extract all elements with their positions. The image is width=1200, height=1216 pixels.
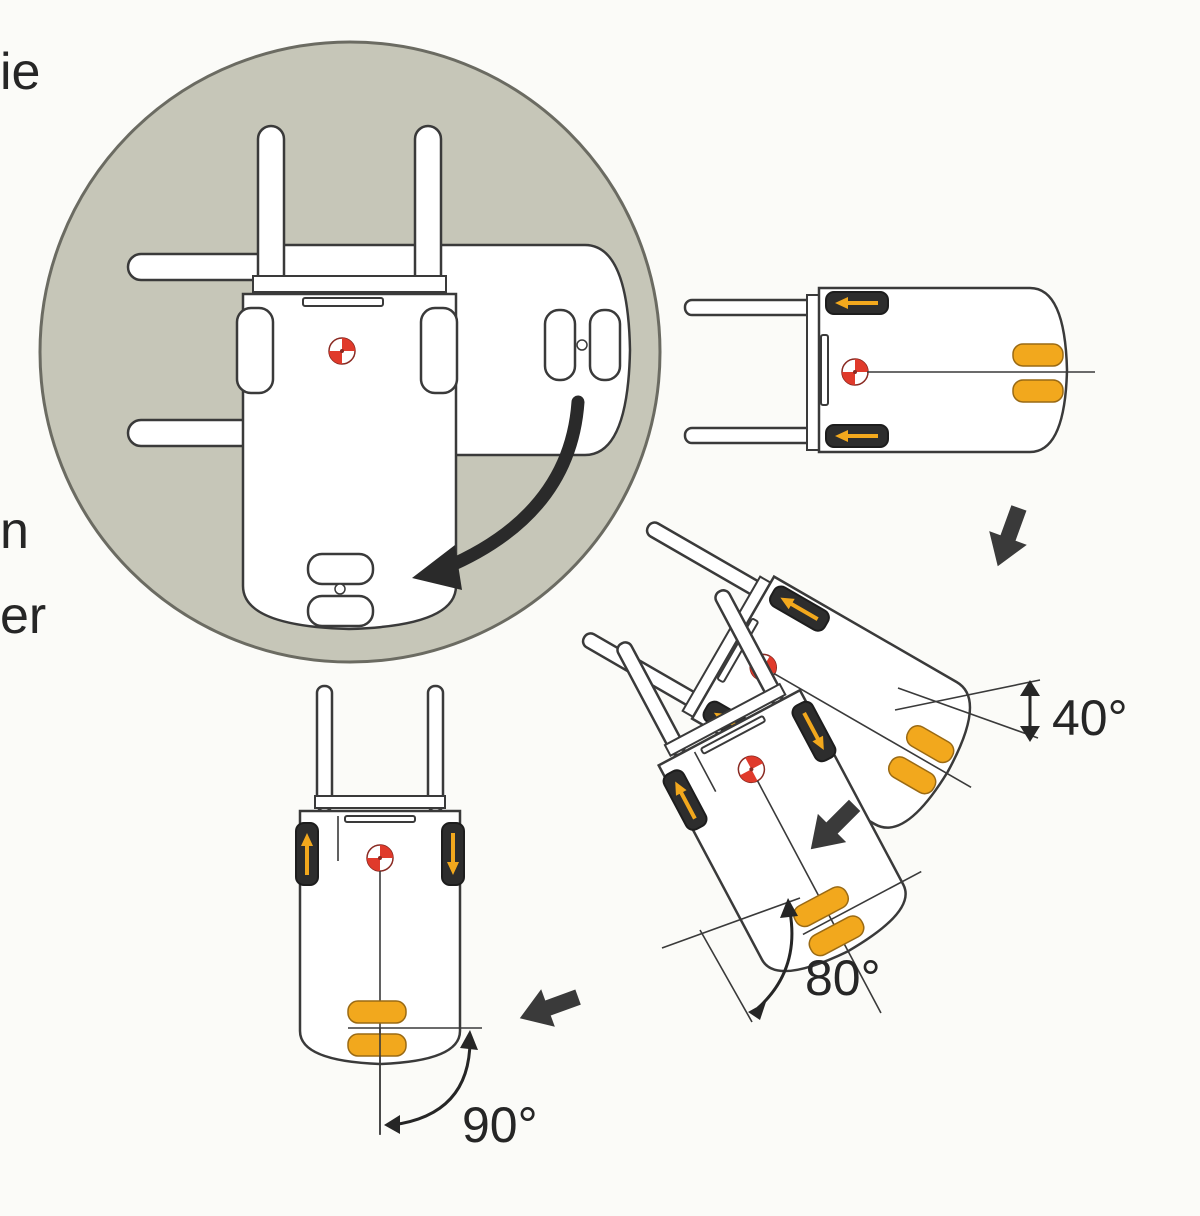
truck-position-90-degrees [296,686,482,1134]
flow-arrow-1 [978,501,1038,574]
curved-rotation-arrow [412,395,585,590]
text-fragment-top-left: ie [0,43,41,101]
angle-label-80: 80° [805,950,881,1006]
angle-marker-90: 90° [379,1028,538,1153]
flow-arrow-3 [512,978,585,1038]
angle-label-40: 40° [1052,690,1128,746]
angle-label-90: 90° [462,1097,538,1153]
angle-marker-40: 40° [894,679,1128,746]
angle-marker-80: 80° [661,897,881,1023]
truck-position-0-degrees [685,288,1095,452]
text-fragment-lower-left: er [0,587,47,645]
text-fragment-mid-left: n [0,502,29,560]
